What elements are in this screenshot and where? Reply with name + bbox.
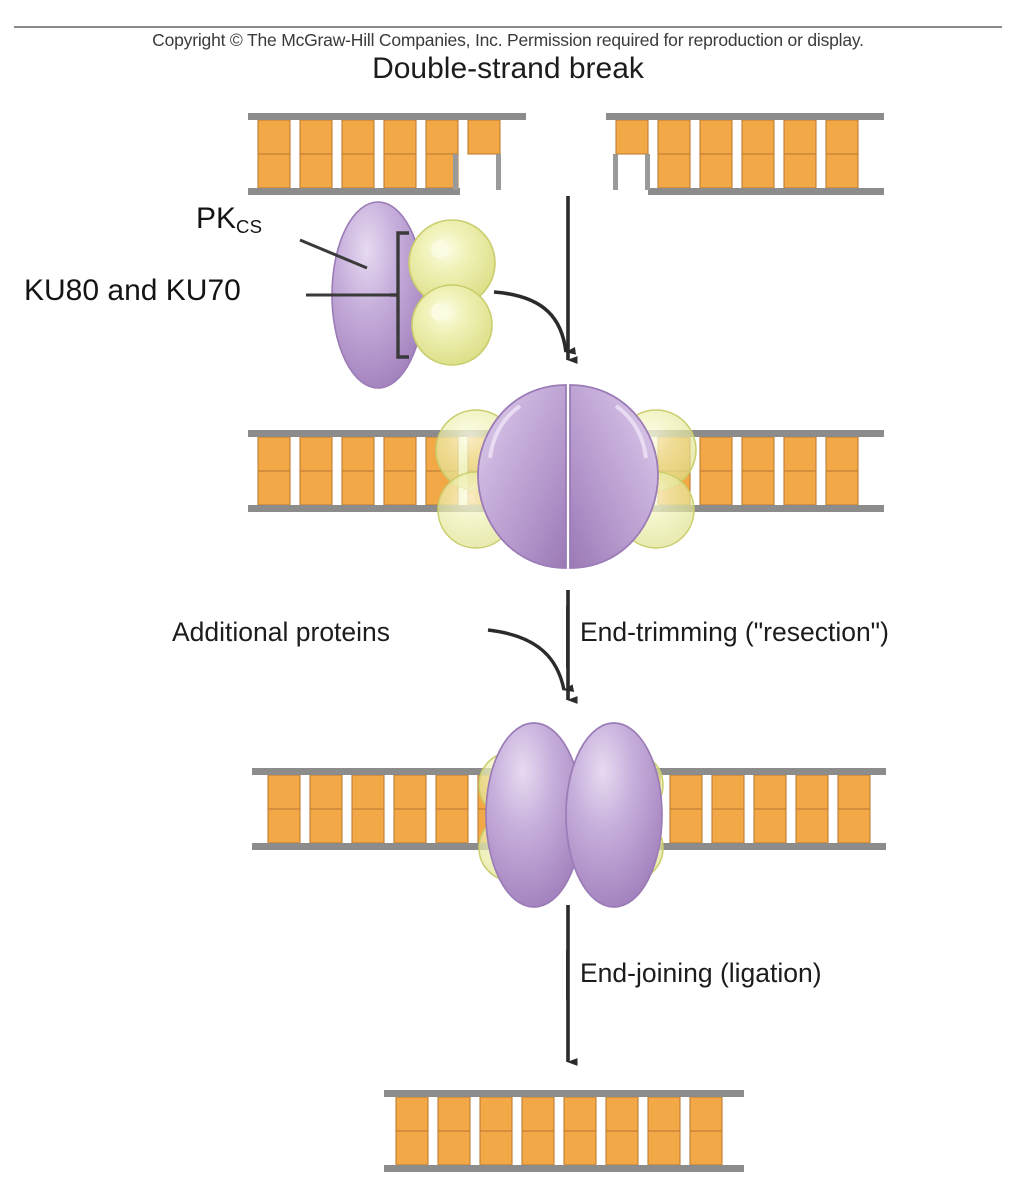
label-ku: KU80 and KU70 — [24, 274, 241, 307]
label-pkcs: PKCS — [196, 202, 263, 237]
label-pkcs-text: PK — [196, 202, 237, 235]
step3-resected-complex — [252, 722, 886, 908]
pkcs-leader-line — [299, 238, 368, 270]
dna-left-resected — [252, 768, 514, 850]
dna-backbone-top-left — [248, 113, 526, 120]
dna-right-resected — [624, 768, 886, 850]
dna-backbone-top-repaired — [384, 1090, 744, 1097]
pkcs-ellipse-right-resected — [565, 722, 663, 908]
dna-overhang-block-left — [467, 119, 501, 155]
dna-backbone-bottom-left — [248, 188, 460, 195]
dna-backbone-top-right — [606, 113, 884, 120]
dna-backbone-bottom-repaired — [384, 1165, 744, 1172]
header-rule — [14, 26, 1002, 28]
dna-repaired — [384, 1090, 744, 1172]
ku70-sphere-free — [411, 284, 493, 366]
dna-backbone-bottom-right — [648, 188, 884, 195]
copyright-notice: Copyright © The McGraw-Hill Companies, I… — [152, 30, 864, 50]
label-additional-proteins: Additional proteins — [172, 617, 391, 647]
label-end-trimming: End-trimming ("resection") — [580, 617, 889, 647]
arrow-additional-curve — [487, 628, 575, 692]
dna-fragment-left-broken — [248, 113, 526, 195]
arrow-protein-curve — [493, 290, 577, 355]
page-title: Double-strand break — [372, 52, 644, 85]
label-end-joining: End-joining (ligation) — [580, 958, 822, 988]
dna-right-bound — [606, 430, 884, 512]
dna-fragment-right-broken — [606, 113, 884, 195]
dna-overhang-block-right — [615, 119, 649, 155]
step2-bound-complex — [248, 384, 884, 569]
label-pkcs-subscript: CS — [236, 215, 263, 237]
dna-left-bound — [248, 430, 526, 512]
